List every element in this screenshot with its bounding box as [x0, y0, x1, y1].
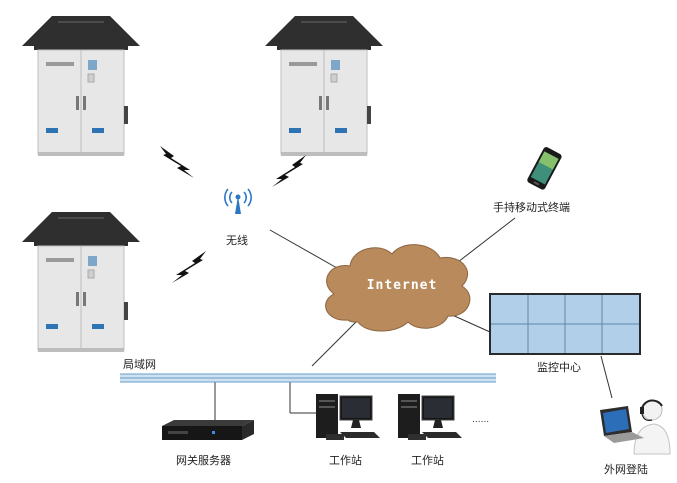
- internet-label: Internet: [367, 278, 438, 293]
- monitoring-center-label: 监控中心: [537, 361, 581, 374]
- lan-bus-bar: [120, 373, 496, 383]
- internet-cloud-icon: Internet: [325, 244, 471, 332]
- cabinet-icon: [264, 15, 384, 157]
- wireless-antenna-icon: [224, 188, 252, 214]
- more-workstations-ellipsis: ......: [472, 415, 489, 425]
- desktop-computer-icon: [315, 393, 381, 441]
- video-wall-icon: [489, 293, 641, 355]
- wireless-label: 无线: [226, 234, 248, 247]
- workstation-label: 工作站: [411, 454, 444, 467]
- workstation-label: 工作站: [329, 454, 362, 467]
- lightning-bolt-icon: [160, 146, 194, 178]
- rack-server-icon: [162, 420, 254, 440]
- gateway-server-label: 网关服务器: [176, 454, 231, 467]
- remote-login-label: 外网登陆: [604, 463, 648, 476]
- lan-label: 局域网: [123, 358, 156, 371]
- desktop-computer-icon: [397, 393, 463, 441]
- cabinet-icon: [21, 15, 141, 157]
- headset-user-icon: [600, 399, 671, 455]
- cabinet-icon: [21, 211, 141, 353]
- lightning-bolt-icon: [272, 155, 306, 187]
- mobile-terminal-label: 手持移动式终端: [493, 201, 570, 214]
- lightning-bolt-icon: [172, 251, 206, 283]
- smartphone-icon: [527, 147, 562, 190]
- connection-lines: [214, 217, 613, 422]
